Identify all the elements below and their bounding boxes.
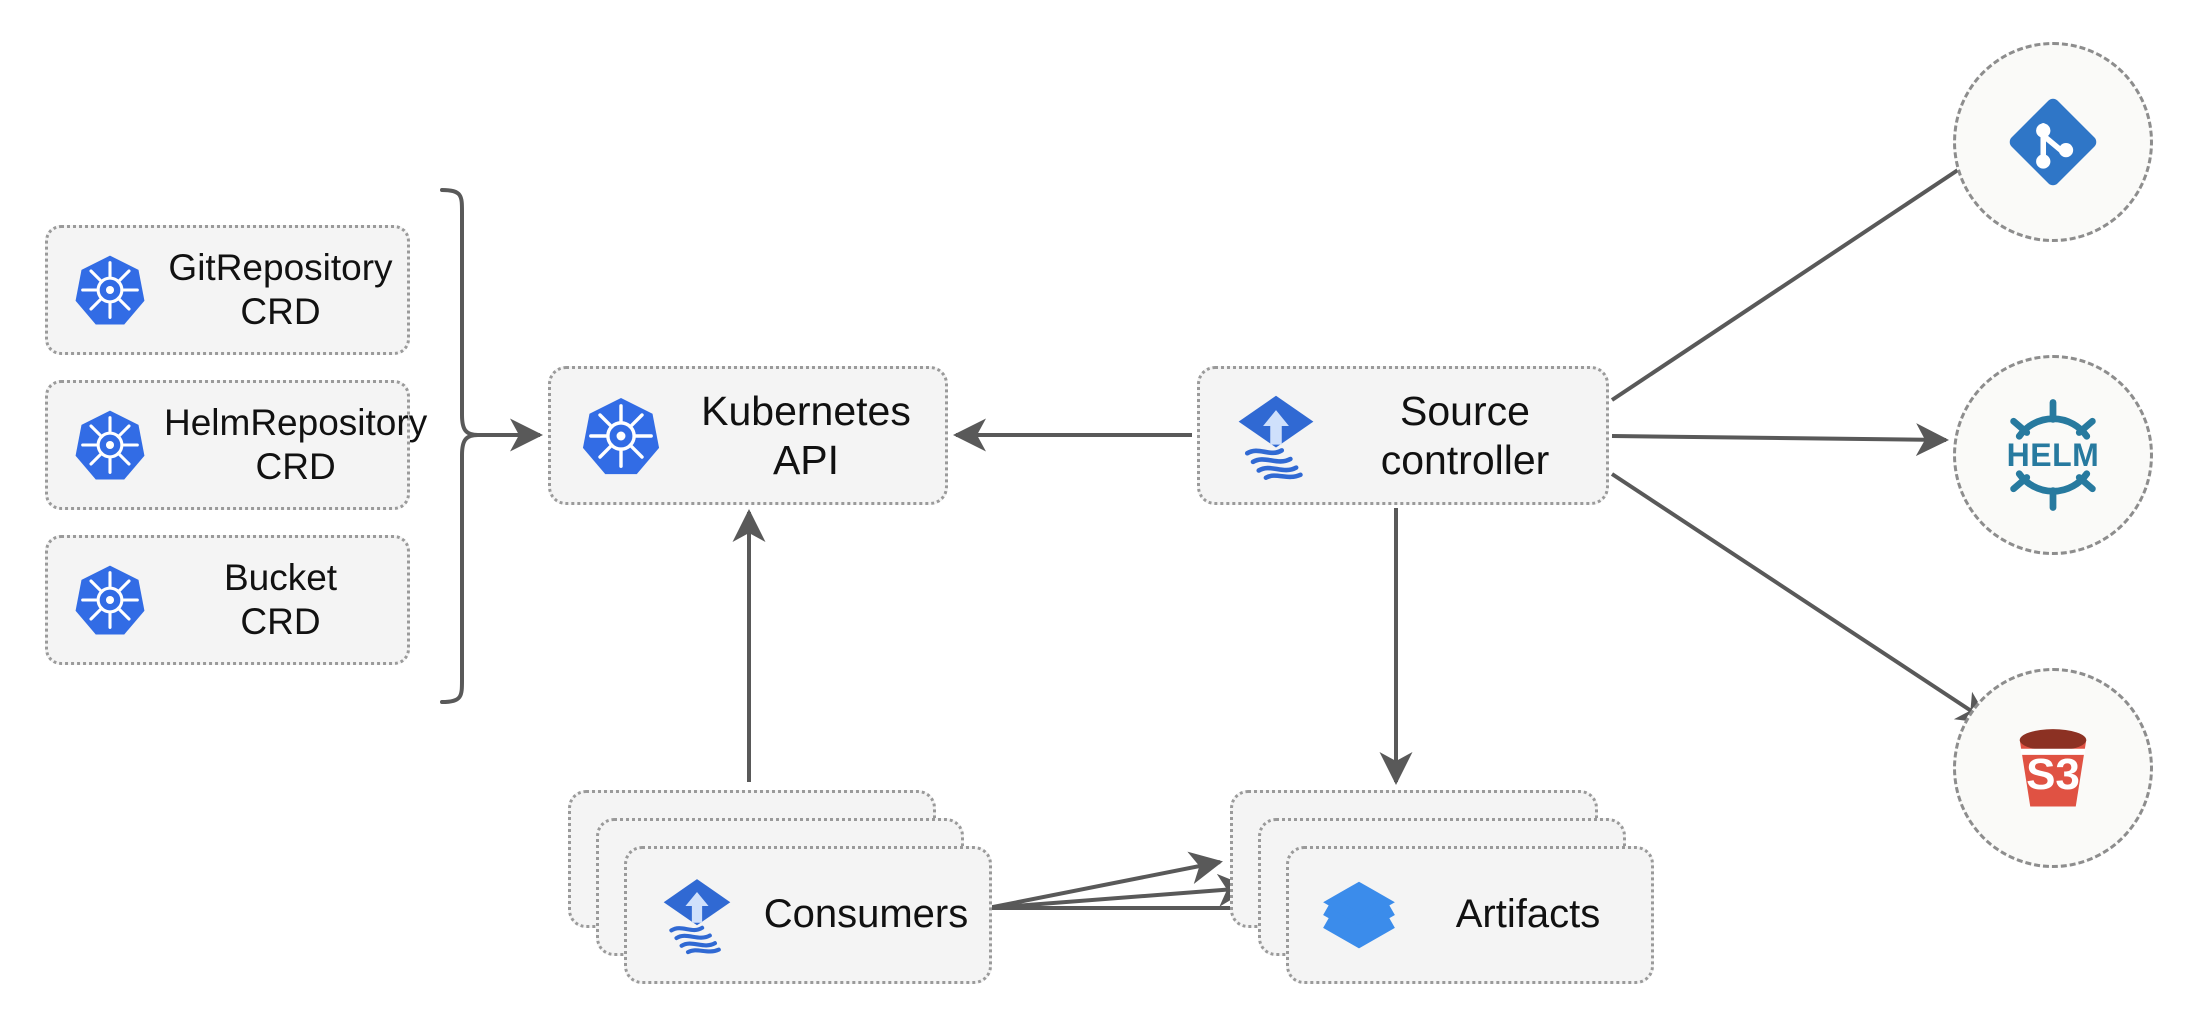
edge-source-to-helm <box>1611 423 1949 457</box>
artifacts-card-front[interactable]: Artifacts <box>1286 846 1654 984</box>
layers-icon <box>1303 874 1415 956</box>
edge-source-to-git <box>1610 148 1991 402</box>
s3-wordmark: S3 <box>2026 750 2080 799</box>
kubernetes-icon <box>56 562 164 638</box>
crd-group-bracket <box>440 188 543 704</box>
kubernetes-icon <box>56 407 164 483</box>
node-label: Kubernetes API <box>701 388 911 483</box>
endpoint-s3[interactable]: S3 <box>1953 668 2153 868</box>
s3-icon: S3 <box>1997 712 2109 824</box>
node-label: Artifacts <box>1455 892 1601 937</box>
node-label: GitRepository CRD <box>168 247 393 332</box>
node-bucket-crd[interactable]: Bucket CRD <box>45 535 410 665</box>
git-icon <box>2001 90 2105 194</box>
flux-icon <box>1218 390 1334 482</box>
flux-icon <box>641 874 753 956</box>
node-label: Consumers <box>763 892 969 937</box>
edge-source-to-s3 <box>1610 472 1991 724</box>
consumers-card-front[interactable]: Consumers <box>624 846 992 984</box>
helm-wordmark: HELM <box>2006 436 2100 473</box>
node-artifacts-stack[interactable]: Artifacts <box>1230 790 1670 990</box>
kubernetes-icon <box>565 394 677 478</box>
node-label: Bucket CRD <box>223 557 338 642</box>
endpoint-git[interactable] <box>1953 42 2153 242</box>
node-label: HelmRepository CRD <box>164 402 428 487</box>
node-kubernetes-api[interactable]: Kubernetes API <box>548 366 948 505</box>
node-helmrepository-crd[interactable]: HelmRepository CRD <box>45 380 427 510</box>
node-consumers-stack[interactable]: Consumers <box>568 790 1008 990</box>
kubernetes-icon <box>56 252 164 328</box>
endpoint-helm[interactable]: HELM <box>1953 355 2153 555</box>
node-label: Source controller <box>1380 388 1550 483</box>
node-source-controller[interactable]: Source controller <box>1197 366 1609 505</box>
helm-icon: HELM <box>1993 395 2113 515</box>
node-gitrepository-crd[interactable]: GitRepository CRD <box>45 225 410 355</box>
